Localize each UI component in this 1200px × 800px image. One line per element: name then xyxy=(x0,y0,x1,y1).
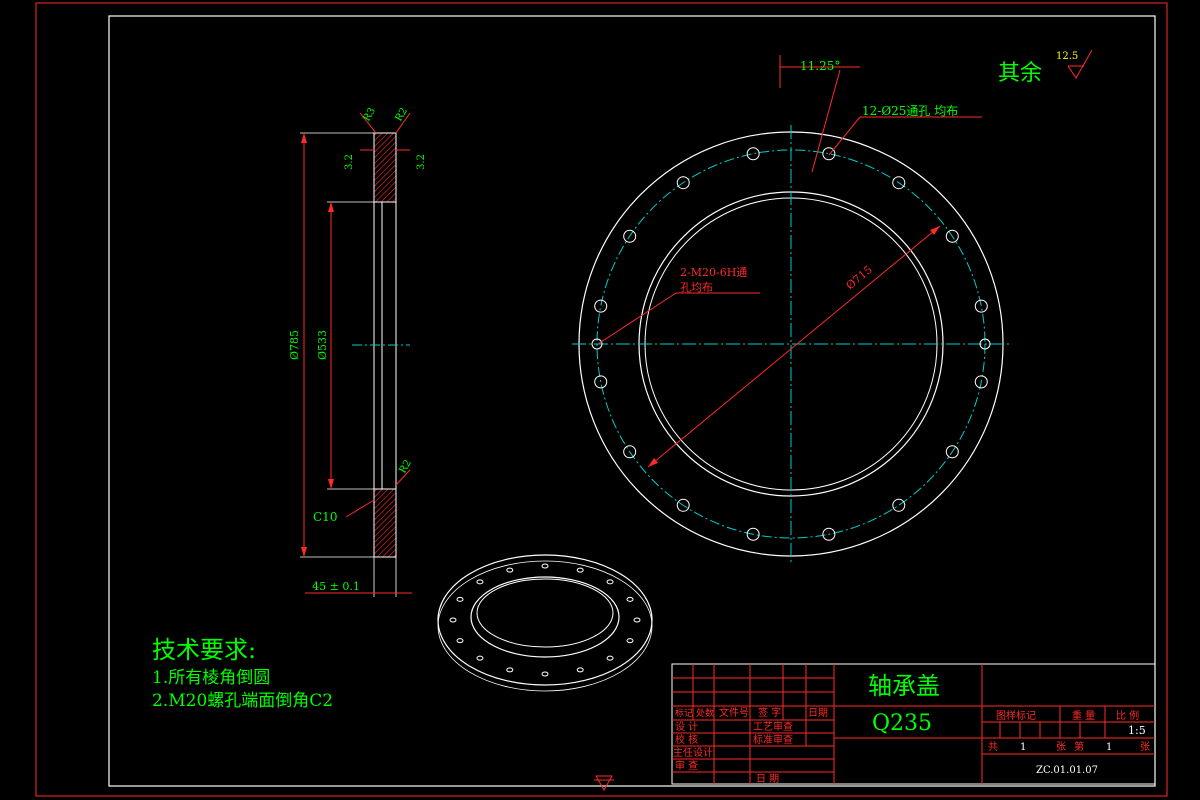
iso-hole xyxy=(626,638,634,644)
label-zhang: 张 xyxy=(1056,741,1066,753)
isometric-view xyxy=(437,554,653,692)
label-shenhe: 审 查 xyxy=(675,759,698,772)
dim-r2-bottom: R2 xyxy=(398,458,414,476)
bolt-hole xyxy=(892,498,906,512)
label-sheji: 设 计 xyxy=(675,720,698,733)
bottom-roughness-icon xyxy=(595,775,613,792)
label-gong: 共 xyxy=(988,741,998,753)
dim-c10: C10 xyxy=(313,510,337,524)
side-view: Ø785 Ø533 R3 R2 3.2 3.2 R2 C10 45 ± 0.1 xyxy=(288,106,427,597)
iso-hole xyxy=(449,617,457,623)
iso-hole xyxy=(476,655,484,661)
dim-3-2-left: 3.2 xyxy=(344,154,355,170)
iso-hole xyxy=(456,596,464,602)
bolt-hole xyxy=(676,498,690,512)
bolt-hole xyxy=(623,229,637,243)
iso-hole xyxy=(476,579,484,585)
iso-hole xyxy=(506,567,514,573)
bolt-hole xyxy=(822,147,836,161)
header-chushu: 处数 xyxy=(696,707,714,719)
label-bili: 比 例 xyxy=(1116,709,1139,722)
thread-note-1: 2-M20-6H通 xyxy=(680,266,747,279)
sheet-number: 1 xyxy=(1106,742,1112,753)
iso-hole xyxy=(506,667,514,673)
iso-hole xyxy=(626,596,634,602)
material: Q235 xyxy=(872,711,932,736)
iso-hole xyxy=(541,563,549,569)
iso-hole xyxy=(633,617,641,623)
dim-r2-top: R2 xyxy=(394,106,410,124)
dim-r3: R3 xyxy=(362,106,378,124)
front-view: 11.25° 12-Ø25通孔 均布 2-M20-6H通 孔均布 Ø715 xyxy=(572,55,1010,565)
tech-item-1: 1.所有棱角倒圆 xyxy=(152,668,270,688)
roughness-value: 12.5 xyxy=(1056,51,1078,62)
thread-note-2: 孔均布 xyxy=(680,281,713,294)
part-name: 轴承盖 xyxy=(868,672,940,700)
sheet-total: 1 xyxy=(1020,742,1026,753)
thread-hole xyxy=(591,338,603,350)
label-zhongliang: 重 量 xyxy=(1072,709,1095,722)
scale-value: 1:5 xyxy=(1128,724,1146,737)
label-jiaohe: 校 核 xyxy=(675,733,698,746)
bolt-hole xyxy=(945,445,959,459)
label-di: 第 xyxy=(1074,740,1084,753)
holes-note: 12-Ø25通孔 均布 xyxy=(862,104,958,118)
iso-hole xyxy=(606,655,614,661)
bolt-hole xyxy=(974,375,988,389)
iso-hole xyxy=(541,671,549,677)
outer-frame xyxy=(35,2,1168,797)
bolt-hole xyxy=(892,176,906,190)
technical-requirements: 技术要求: 1.所有棱角倒圆 2.M20螺孔端面倒角C2 xyxy=(152,636,333,711)
dim-3-2-right: 3.2 xyxy=(416,154,427,170)
thread-hole xyxy=(979,338,991,350)
header-wenjianhao: 文件号 xyxy=(719,706,749,719)
label-biaozhun: 标准审查 xyxy=(753,733,793,746)
section-hatch-top xyxy=(373,132,397,203)
dim-thickness: 45 ± 0.1 xyxy=(312,580,360,593)
label-gongyi: 工艺审查 xyxy=(753,720,793,733)
label-tuyang: 图样标记 xyxy=(996,709,1036,722)
label-zhuguan: 主任设计 xyxy=(673,746,713,759)
bolt-hole xyxy=(945,229,959,243)
header-qianzi: 签 字 xyxy=(758,706,781,719)
iso-hole xyxy=(576,567,584,573)
label-zhang-2: 张 xyxy=(1140,741,1150,753)
angle-label: 11.25° xyxy=(800,59,840,73)
bolt-hole xyxy=(746,527,760,541)
header-biaoji: 标记 xyxy=(675,707,693,719)
bolt-hole xyxy=(594,375,608,389)
bolt-hole xyxy=(594,299,608,313)
bolt-hole xyxy=(974,299,988,313)
title-block-text: 轴承盖 Q235 标记 处数 文件号 签 字 日期 设 计 工艺审查 校 核 标… xyxy=(673,672,1150,785)
tech-item-2: 2.M20螺孔端面倒角C2 xyxy=(152,691,333,711)
inner-frame xyxy=(108,15,1156,787)
label-riqi: 日 期 xyxy=(756,773,779,785)
dim-715: Ø715 xyxy=(844,263,875,292)
iso-hole xyxy=(606,579,614,585)
bolt-hole xyxy=(676,176,690,190)
dim-785: Ø785 xyxy=(288,330,301,360)
header-riqi: 日期 xyxy=(808,707,828,719)
roughness-symbol-icon xyxy=(1067,49,1093,79)
surface-roughness: 其余 12.5 xyxy=(998,49,1093,86)
dim-533: Ø533 xyxy=(316,330,329,360)
iso-hole xyxy=(576,667,584,673)
iso-hole xyxy=(456,638,464,644)
section-hatch-bottom xyxy=(373,488,397,558)
drawing-number: ZC.01.01.07 xyxy=(1036,765,1098,776)
roughness-label: 其余 xyxy=(998,61,1042,86)
title-block xyxy=(671,663,1156,785)
bolt-hole xyxy=(623,445,637,459)
tech-title: 技术要求: xyxy=(152,636,256,664)
bolt-hole xyxy=(822,527,836,541)
bolt-hole xyxy=(746,147,760,161)
